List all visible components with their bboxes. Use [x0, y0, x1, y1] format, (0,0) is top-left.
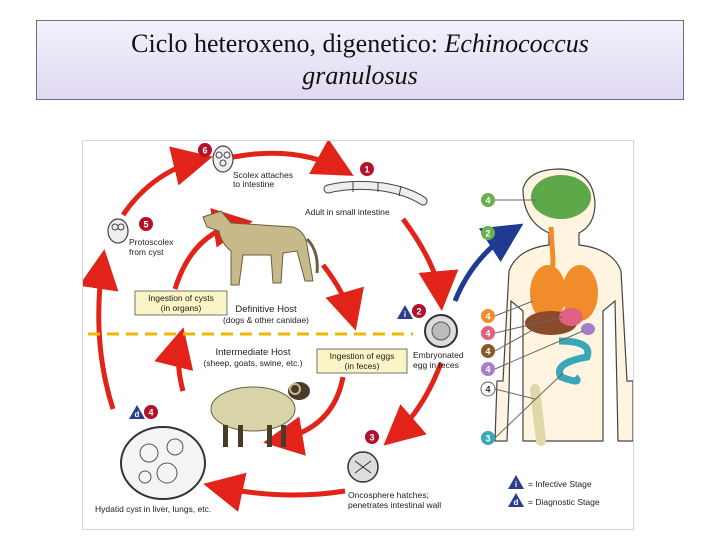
ingestion-cysts-box: Ingestion of cysts (in organs)	[134, 290, 228, 316]
step-6-marker: 6	[198, 143, 212, 157]
step-4-marker: 4	[144, 405, 158, 419]
svg-text:4: 4	[485, 385, 490, 395]
arrow-1-to-2	[400, 217, 459, 311]
infective-stage-marker: i	[397, 305, 413, 319]
arrow-6-to-1	[232, 138, 354, 176]
human-step-spleen: 4	[481, 330, 584, 376]
arrow-5-to-6	[120, 146, 213, 217]
ingestion-cysts-label-1: Ingestion of cysts	[148, 293, 214, 303]
legend-diagnostic: = Diagnostic Stage	[528, 497, 600, 507]
step-5-marker: 5	[139, 217, 153, 231]
svg-text:3: 3	[369, 433, 374, 443]
human-step-brain: 4	[481, 193, 538, 207]
adult-label: Adult in small intestine	[305, 207, 390, 217]
slide-title-text: Ciclo heteroxeno, digenetico:	[131, 29, 445, 58]
human-step-lung: 4	[481, 300, 534, 323]
definitive-host-label: Definitive Host	[235, 304, 297, 315]
definitive-host-sub: (dogs & other canidae)	[223, 315, 309, 325]
intermediate-host-label: Intermediate Host	[216, 347, 291, 358]
svg-text:2: 2	[485, 229, 490, 239]
egg-label-2: egg in feces	[413, 360, 459, 370]
legend: i = Infective Stage d = Diagnostic Stage	[508, 475, 600, 507]
oncosphere-illustration	[347, 451, 379, 483]
slide-title-box: Ciclo heteroxeno, digenetico: Echinococc…	[36, 20, 684, 100]
svg-text:4: 4	[485, 329, 490, 339]
scolex-label-1: Scolex attaches	[233, 170, 293, 180]
diagnostic-stage-marker: d	[129, 405, 145, 419]
human-step-heart: 4	[481, 316, 564, 340]
life-cycle-figure: Scolex attaches to intestine Adult in sm…	[78, 138, 634, 530]
cycle-arrows	[78, 138, 459, 512]
egg-illustration	[424, 314, 458, 348]
step-3-marker: 3	[365, 430, 379, 444]
hydatid-cyst-label: Hydatid cyst in liver, lungs, etc.	[95, 504, 211, 514]
human-step-liver: 4	[481, 326, 539, 358]
hydatid-cyst-illustration	[120, 426, 206, 500]
protoscolex-illustration	[107, 218, 129, 244]
intermediate-host-sub: (sheep, goats, swine, etc.)	[203, 358, 302, 368]
svg-text:6: 6	[202, 146, 207, 156]
dog-illustration	[202, 210, 319, 286]
slide-title-species-genus: Echinococcus	[444, 29, 589, 58]
human-infection-arrow	[452, 223, 524, 302]
human-step-markers: 4 2 4 4 4 4 4 3	[480, 193, 584, 445]
arrow-4-to-5	[78, 249, 119, 410]
oncosphere-label-2: penetrates intestinal wall	[348, 500, 441, 510]
legend-infective: = Infective Stage	[528, 479, 592, 489]
arrow-3-to-4	[203, 472, 346, 512]
svg-text:4: 4	[485, 196, 490, 206]
svg-text:d: d	[514, 498, 519, 507]
oncosphere-label-1: Oncosphere hatches;	[348, 490, 429, 500]
slide-title-species-name: granulosus	[302, 61, 418, 90]
human-step-bone: 4	[480, 381, 536, 400]
svg-text:3: 3	[485, 434, 490, 444]
svg-text:1: 1	[364, 165, 369, 175]
svg-text:4: 4	[148, 408, 153, 418]
protoscolex-label-2: from cyst	[129, 247, 164, 257]
egg-label-1: Embryonated	[413, 350, 464, 360]
scolex-illustration	[212, 145, 234, 173]
inner-arrow-left	[154, 327, 194, 392]
svg-text:2: 2	[416, 307, 421, 317]
scolex-label-2: to intestine	[233, 179, 274, 189]
life-cycle-diagram: Scolex attaches to intestine Adult in sm…	[78, 138, 634, 514]
arrow-2-to-3	[383, 362, 444, 446]
svg-text:5: 5	[143, 220, 148, 230]
svg-text:i: i	[515, 480, 517, 489]
svg-text:d: d	[135, 410, 140, 419]
protoscolex-label-1: Protoscolex	[129, 237, 174, 247]
slide-title-line1: Ciclo heteroxeno, digenetico: Echinococc…	[131, 28, 589, 60]
step-markers: 6 1 5 2 4 3	[139, 143, 426, 444]
inner-arrow-right	[321, 263, 364, 331]
human-figure	[494, 168, 634, 446]
ingestion-eggs-box: Ingestion of eggs (in feces)	[316, 348, 408, 374]
svg-text:i: i	[404, 310, 406, 319]
human-step-2: 2	[481, 226, 495, 240]
ingestion-eggs-label-2: (in feces)	[345, 361, 380, 371]
human-step-3: 3	[481, 372, 564, 445]
svg-text:4: 4	[485, 347, 490, 357]
step-2-marker: 2	[412, 304, 426, 318]
step-1-marker: 1	[360, 162, 374, 176]
ingestion-cysts-label-2: (in organs)	[161, 303, 202, 313]
adult-worm-illustration	[323, 180, 428, 206]
svg-text:4: 4	[485, 365, 490, 375]
ingestion-eggs-label-1: Ingestion of eggs	[330, 351, 395, 361]
svg-text:4: 4	[485, 312, 490, 322]
sheep-illustration	[210, 382, 310, 447]
